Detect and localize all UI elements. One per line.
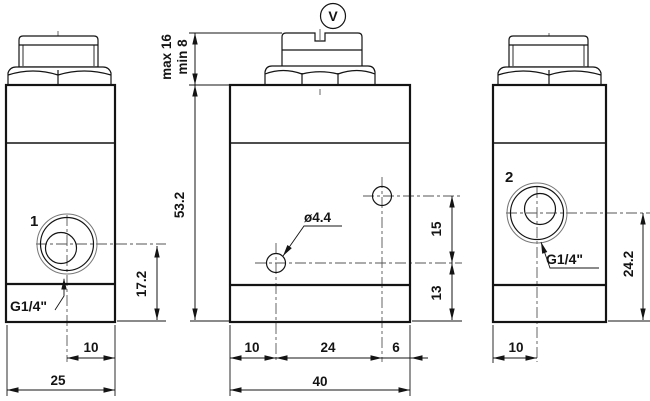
dim-front-width: 40 (312, 374, 327, 389)
dimension-texts: max 16 min 8 53.2 17.2 10 25 10 24 6 40 … (50, 34, 636, 389)
view-marker-balloon (319, 2, 347, 30)
left-view: 1 G1/4" (4, 35, 117, 324)
right-body (491, 83, 608, 324)
left-hex-nut (7, 66, 112, 86)
dim-port1-offset: 10 (83, 340, 98, 355)
port-1-thread-label: G1/4" (10, 298, 47, 314)
dim-hole2-edge: 6 (392, 340, 400, 355)
mounting-hole-upper (371, 185, 393, 207)
port-1-inner-circle (44, 231, 78, 265)
left-body (4, 83, 117, 324)
port-2-label: 2 (505, 169, 513, 186)
extension-lines (6, 32, 650, 396)
mounting-hole-lower (265, 252, 287, 274)
dim-hole1-offset: 10 (244, 340, 259, 355)
port-1-outer-circle (39, 216, 95, 272)
dim-hole-spacing: 24 (320, 340, 336, 355)
port-2-thread-label: G1/4" (546, 251, 583, 267)
dim-port2-offset: 10 (508, 340, 523, 355)
port-1-thread-circle (36, 213, 98, 275)
port-1-label: 1 (30, 213, 38, 230)
dim-hole-vert-spacing: 15 (429, 221, 444, 237)
front-hex-nut (264, 65, 376, 86)
hole-diameter-label: ø4.4 (304, 210, 332, 225)
dim-adjust-min: min 8 (175, 39, 190, 75)
dim-port2-height: 24.2 (621, 251, 636, 277)
dim-body-height: 53.2 (172, 192, 187, 218)
left-cap (18, 35, 99, 68)
view-marker-label: V (328, 8, 338, 24)
port-2-thread-circle (506, 182, 568, 244)
port-2-inner-circle (523, 192, 557, 226)
front-body (228, 83, 412, 324)
right-view: 2 G1/4" (491, 35, 608, 324)
right-cap (508, 35, 589, 68)
port-2-outer-circle (509, 185, 565, 241)
dim-left-width: 25 (50, 373, 66, 388)
dim-port1-height: 17.2 (134, 271, 149, 297)
dim-hole1-height: 13 (429, 285, 444, 301)
dim-adjust-max: max 16 (159, 34, 174, 80)
front-view: V ø4.4 (228, 2, 412, 324)
